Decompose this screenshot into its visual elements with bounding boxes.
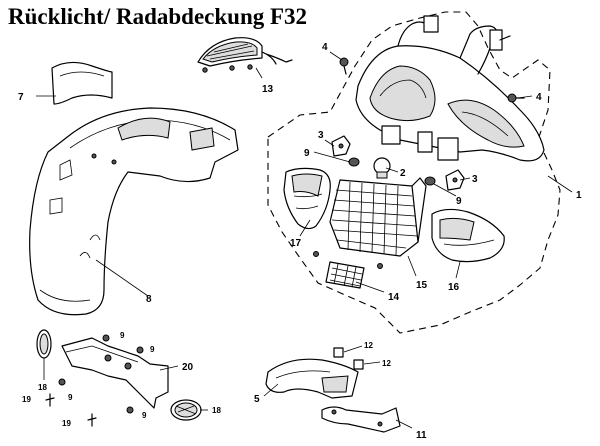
callout-19b: 19: [62, 419, 71, 428]
part-12-nut-b: [353, 359, 364, 370]
callout-9e: 9: [68, 393, 73, 402]
callout-17: 17: [290, 238, 302, 249]
part-9-grommet-b: [424, 176, 436, 186]
part-9-grommet-a: [348, 157, 360, 167]
callout-5: 5: [254, 394, 260, 405]
part-15-center-lens: [313, 177, 427, 269]
callout-12a: 12: [364, 341, 373, 350]
part-14-reflector: [325, 261, 365, 289]
callout-3a: 3: [318, 130, 324, 141]
part-18-reflector-left: [36, 329, 52, 359]
callout-13: 13: [262, 84, 274, 95]
callout-4a: 4: [322, 42, 328, 53]
part-17-left-lens: [283, 167, 331, 230]
callout-18b: 18: [212, 406, 221, 415]
part-16-right-lens: [431, 208, 505, 263]
part-4-screw-a: [339, 57, 349, 75]
part-7-plate: [51, 61, 113, 105]
callout-9f: 9: [142, 411, 147, 420]
callout-9a: 9: [304, 148, 310, 159]
part-1-tail-housing: [355, 15, 545, 162]
callout-3b: 3: [472, 174, 478, 185]
callout-16: 16: [448, 282, 460, 293]
callout-7: 7: [18, 92, 24, 103]
callout-11: 11: [416, 430, 427, 441]
callout-1: 1: [576, 190, 582, 201]
part-3-clip-a: [331, 135, 351, 157]
callout-14: 14: [388, 292, 400, 303]
part-8-rear-fender: [29, 107, 239, 316]
callout-20: 20: [182, 362, 194, 373]
part-5-splash-guard: [265, 358, 359, 399]
part-18-reflector-right: [170, 399, 202, 421]
assembly-boundary: [267, 11, 561, 334]
callout-4b: 4: [536, 92, 542, 103]
page-title: Rücklicht/ Radabdeckung F32: [8, 4, 308, 29]
callout-2: 2: [400, 168, 406, 179]
part-3-clip-b: [445, 169, 465, 191]
callout-9b: 9: [456, 196, 462, 207]
part-13-top-light: [197, 37, 293, 73]
callout-15: 15: [416, 280, 428, 291]
part-4-screw-b: [507, 93, 525, 103]
callouts: 1 2 3 3 4 4 5 7 8 9 9 9 9 9 9 11 12 12 1…: [18, 42, 582, 441]
part-11-bracket: [321, 406, 401, 433]
callout-12b: 12: [382, 359, 391, 368]
callout-19a: 19: [22, 395, 31, 404]
part-12-nut-a: [333, 347, 344, 358]
callout-8: 8: [146, 294, 152, 305]
callout-9d: 9: [150, 345, 155, 354]
fastener-group: [45, 334, 144, 427]
callout-18a: 18: [38, 383, 47, 392]
part-2-bulb: [373, 157, 391, 179]
callout-9c: 9: [120, 331, 125, 340]
leader-lines: [36, 51, 573, 429]
part-20-reflector-bracket: [61, 337, 169, 409]
